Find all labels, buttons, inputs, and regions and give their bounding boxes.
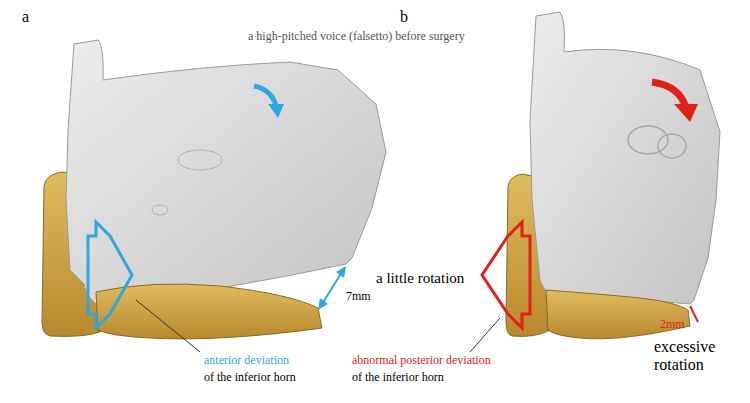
panel-letter: a	[22, 8, 29, 26]
deviation-arrow	[88, 222, 132, 328]
dimension-label: 2mm	[660, 318, 685, 332]
rotation-label: a little rotation	[376, 270, 464, 287]
rotation-arrowhead	[674, 104, 698, 122]
surface-texture	[178, 150, 222, 170]
deviation-label: anterior deviation	[204, 354, 289, 368]
deviation-label: of the inferior horn	[352, 371, 444, 385]
panel-letter: b	[400, 8, 408, 26]
deviation-arrow	[482, 222, 530, 328]
surface-texture	[628, 126, 668, 154]
distance-arrowhead	[336, 266, 346, 278]
dimension-label: 7mm	[346, 290, 371, 304]
rotation-label: excessive rotation	[654, 338, 738, 375]
rotation-arrow	[254, 86, 276, 106]
cricoid-arch	[96, 284, 322, 339]
surface-texture	[658, 134, 686, 158]
distance-arrow	[690, 306, 698, 322]
thyroid-cartilage	[530, 12, 720, 304]
leader-line	[136, 300, 200, 352]
distance-arrow	[322, 272, 342, 304]
distance-arrowhead	[318, 298, 328, 310]
rotation-arrowhead	[268, 104, 284, 118]
deviation-label: abnormal posterior deviation	[352, 354, 491, 368]
cricoid-arch	[546, 290, 690, 339]
deviation-label: of the inferior horn	[204, 371, 296, 385]
note-text: a high-pitched voice (falsetto) before s…	[248, 30, 465, 44]
thyroid-cartilage	[66, 40, 386, 304]
leader-line	[470, 318, 500, 352]
surface-texture	[152, 205, 168, 215]
